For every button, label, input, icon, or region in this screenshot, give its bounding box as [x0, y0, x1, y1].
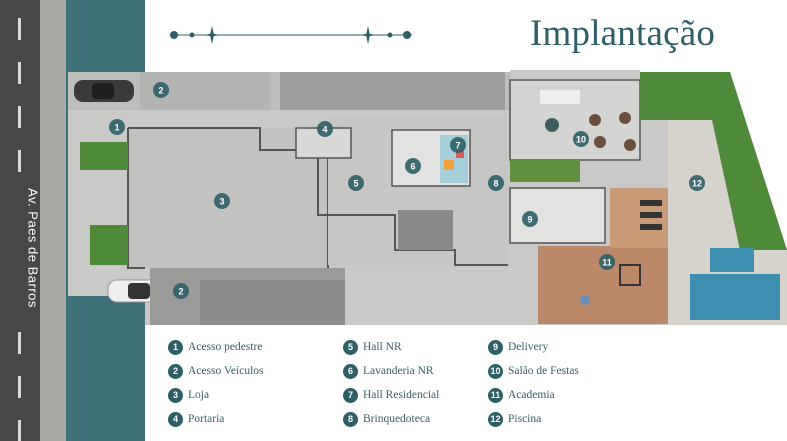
svg-text:1: 1	[114, 123, 119, 133]
marker-5: 5	[348, 175, 364, 191]
svg-text:3: 3	[219, 197, 224, 207]
legend-number: 11	[488, 387, 503, 403]
legend: 1 Acesso pedestre 2 Acesso Veículos 3 Loja 4 Po…	[168, 336, 768, 436]
legend-item: 7 Hall Residencial	[343, 384, 439, 406]
legend-item: 3 Loja	[168, 384, 209, 406]
lane-marking	[18, 62, 21, 84]
svg-text:10: 10	[576, 135, 586, 145]
legend-item: 4 Portaria	[168, 408, 224, 430]
svg-text:12: 12	[692, 179, 702, 189]
svg-text:2: 2	[158, 86, 163, 96]
marker-10: 10	[573, 131, 589, 147]
stair-core	[398, 210, 453, 250]
page-title: Implantação	[530, 13, 716, 54]
legend-number: 3	[168, 387, 183, 403]
legend-item: 6 Lavanderia NR	[343, 360, 434, 382]
legend-label: Hall NR	[363, 341, 402, 353]
legend-number: 12	[488, 411, 503, 427]
marker-8: 8	[488, 175, 504, 191]
svg-text:4: 4	[322, 125, 327, 135]
marker-12: 12	[689, 175, 705, 191]
legend-label: Loja	[188, 389, 210, 401]
svg-text:9: 9	[527, 215, 532, 225]
legend-item: 9 Delivery	[488, 336, 548, 358]
service-strip	[280, 72, 505, 110]
marker-4: 4	[317, 121, 333, 137]
marker-7: 7	[450, 137, 466, 153]
pool-deck	[668, 120, 787, 325]
legend-number: 1	[168, 339, 183, 355]
marker-2: 2	[173, 283, 189, 299]
marker-9: 9	[522, 211, 538, 227]
garden	[640, 72, 787, 250]
kids-pool	[710, 248, 754, 272]
legend-number: 9	[488, 339, 503, 355]
lane-marking	[18, 420, 21, 441]
svg-text:8: 8	[493, 179, 498, 189]
legend-label: Portaria	[188, 413, 225, 425]
legend-number: 10	[488, 363, 503, 379]
legend-label: Delivery	[508, 341, 549, 353]
sidewalk	[40, 0, 66, 441]
lane-marking	[18, 18, 21, 40]
header-area	[145, 0, 787, 72]
legend-label: Academia	[508, 389, 555, 401]
marker-1: 1	[109, 119, 125, 135]
legend-label: Lavanderia NR	[363, 365, 434, 377]
lane-marking	[18, 332, 21, 354]
marker-6: 6	[405, 158, 421, 174]
legend-item: 10 Salão de Festas	[488, 360, 579, 382]
legend-number: 5	[343, 339, 358, 355]
legend-item: 12 Piscina	[488, 408, 541, 430]
legend-item: 2 Acesso Veículos	[168, 360, 264, 382]
marker-3: 3	[214, 193, 230, 209]
legend-label: Brinquedoteca	[363, 413, 431, 425]
portaria-room	[295, 127, 352, 159]
lane-marking	[18, 106, 21, 128]
lane-marking	[18, 376, 21, 398]
marker-2: 2	[153, 82, 169, 98]
legend-label: Acesso Veículos	[188, 365, 264, 377]
legend-label: Piscina	[508, 413, 542, 425]
legend-number: 8	[343, 411, 358, 427]
legend-number: 4	[168, 411, 183, 427]
svg-text:5: 5	[353, 179, 358, 189]
legend-item: 8 Brinquedoteca	[343, 408, 430, 430]
marker-11: 11	[599, 254, 615, 270]
decorative-ornament	[170, 26, 412, 44]
legend-label: Acesso pedestre	[188, 341, 263, 353]
legend-number: 7	[343, 387, 358, 403]
legend-label: Salão de Festas	[508, 365, 579, 377]
legend-number: 2	[168, 363, 183, 379]
main-pool	[690, 274, 780, 320]
legend-item: 11 Academia	[488, 384, 555, 406]
legend-item: 5 Hall NR	[343, 336, 402, 358]
svg-text:2: 2	[178, 287, 183, 297]
lane-marking	[18, 150, 21, 172]
legend-item: 1 Acesso pedestre	[168, 336, 262, 358]
legend-label: Hall Residencial	[363, 389, 440, 401]
legend-number: 6	[343, 363, 358, 379]
car-icon	[74, 80, 134, 102]
svg-text:6: 6	[410, 162, 415, 172]
svg-text:7: 7	[455, 141, 460, 151]
svg-text:11: 11	[602, 258, 612, 268]
